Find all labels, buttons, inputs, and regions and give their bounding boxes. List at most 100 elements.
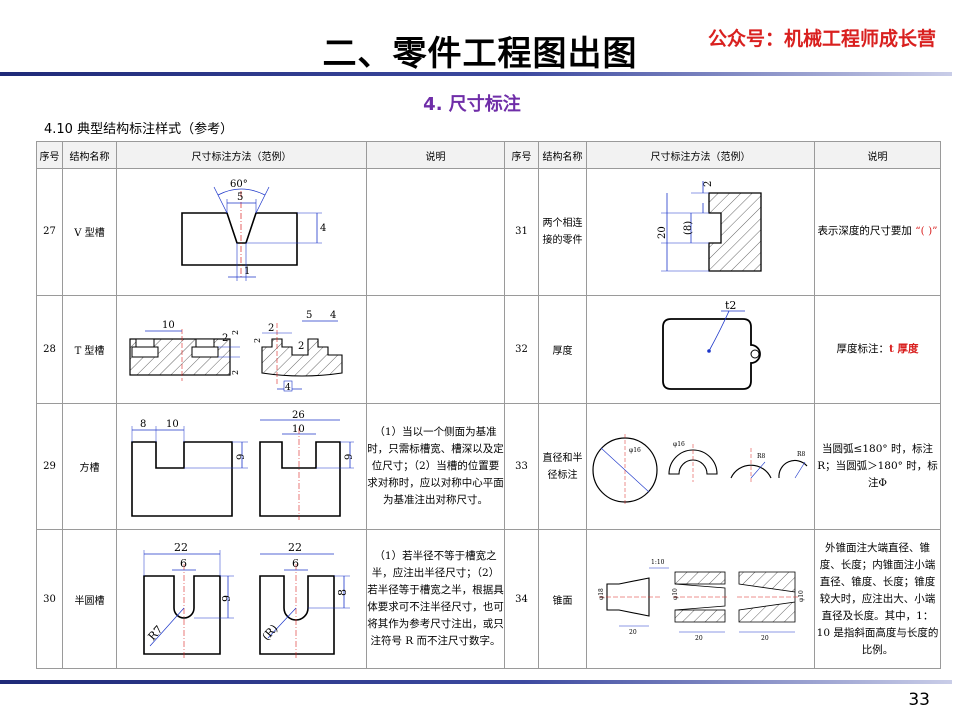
section-subtitle: 4. 尺寸标注 bbox=[423, 94, 521, 115]
thickness-drawing: t2 bbox=[661, 299, 761, 391]
note-cell: 表示深度的尺寸要加 “( )” bbox=[814, 168, 941, 296]
col-header: 说明 bbox=[814, 140, 941, 170]
table-header-row: 序号 结构名称 尺寸标注方法（范例） 说明 序号 结构名称 尺寸标注方法（范例）… bbox=[36, 140, 941, 170]
connected-parts-drawing: 20 (8) 2 bbox=[657, 180, 762, 272]
page-number: 33 bbox=[908, 690, 930, 710]
note-cell bbox=[366, 168, 505, 296]
dim-depth-ref: (8) bbox=[683, 221, 694, 235]
dim-d2: φ10 bbox=[672, 588, 679, 600]
dim-c: 9 bbox=[236, 453, 247, 459]
section-heading: 4.10 典型结构标注样式（参考） bbox=[44, 122, 234, 137]
note-highlight: t 厚度 bbox=[888, 342, 919, 355]
note-cell: 当圆弧≤180° 时，标注R；当圆弧＞180° 时，标注Φ bbox=[814, 402, 941, 531]
col-header: 序号 bbox=[504, 140, 539, 170]
note-cell: （1）若半径不等于槽宽之半，应注出半径尺寸；（2）若半径等于槽宽之半，根据具体要… bbox=[366, 529, 505, 669]
half-round-groove-figure: 22 6 9 R7 22 6 8 (R) bbox=[116, 529, 367, 669]
dim-d: 2 bbox=[231, 370, 240, 375]
dim-f: 4 bbox=[330, 310, 336, 321]
dim-e: 6 bbox=[292, 557, 299, 570]
dim-a: 8 bbox=[140, 419, 146, 430]
structure-name: V 型槽 bbox=[62, 168, 117, 296]
dimension-table: 序号 结构名称 尺寸标注方法（范例） 说明 序号 结构名称 尺寸标注方法（范例）… bbox=[36, 140, 941, 669]
table-row: 30 半圆槽 22 6 9 R7 22 bbox=[36, 529, 941, 669]
dim-width: 5 bbox=[237, 192, 243, 203]
structure-name: 厚度 bbox=[538, 294, 587, 404]
page-title: 二、零件工程图出图 bbox=[322, 34, 638, 74]
square-groove-drawing: 8 10 9 26 10 9 bbox=[130, 410, 355, 520]
note-highlight: “( )” bbox=[915, 225, 938, 238]
col-header: 尺寸标注方法（范例） bbox=[586, 140, 815, 170]
row-number: 28 bbox=[36, 294, 63, 404]
dim-b: φ16 bbox=[673, 441, 685, 448]
dim-offset: 1 bbox=[244, 266, 250, 277]
dim-b: 10 bbox=[166, 419, 179, 430]
diameter-radius-drawing: φ16 φ16 R8 R8 bbox=[591, 433, 807, 506]
dim-g: 2 bbox=[268, 323, 274, 334]
note-text: 表示深度的尺寸要加 bbox=[817, 225, 912, 238]
row-number: 32 bbox=[504, 294, 539, 404]
dim-d: 26 bbox=[292, 410, 305, 421]
col-header: 结构名称 bbox=[62, 140, 117, 170]
dim-c: R8 bbox=[757, 453, 766, 460]
dim-d: 22 bbox=[288, 541, 302, 554]
structure-name: 两个相连接的零件 bbox=[538, 168, 587, 296]
note-cell: 外锥面注大端直径、锥度、长度；内锥面注小端直径、锥度、长度；锥度较大时，应注出大… bbox=[814, 529, 941, 669]
thickness-label: t2 bbox=[725, 299, 736, 312]
col-header: 尺寸标注方法（范例） bbox=[116, 140, 367, 170]
dim-depth: 4 bbox=[320, 223, 326, 234]
structure-name: 锥面 bbox=[538, 529, 587, 669]
note-text: 厚度标注： bbox=[836, 342, 889, 355]
connected-parts-figure: 20 (8) 2 bbox=[586, 168, 815, 296]
dim-c: 2 bbox=[231, 330, 240, 335]
dim-j: 2 bbox=[253, 338, 262, 343]
dim-b: 6 bbox=[180, 557, 187, 570]
t-groove-figure: 10 2 2 2 5 4 2 2 4 2 bbox=[116, 294, 367, 404]
dim-r: R7 bbox=[145, 623, 165, 643]
dim-l3: 20 bbox=[761, 635, 769, 642]
dim-l1: 20 bbox=[629, 629, 637, 636]
structure-name: 方槽 bbox=[62, 402, 117, 531]
cone-drawing: 1:10 φ18 20 φ10 20 φ10 20 bbox=[598, 559, 805, 642]
dim-r2: (R) bbox=[259, 622, 280, 643]
dim-h: 2 bbox=[298, 341, 304, 352]
structure-name: T 型槽 bbox=[62, 294, 117, 404]
dim-e: 5 bbox=[306, 310, 312, 321]
dim-l2: 20 bbox=[695, 635, 703, 642]
v-groove-figure: 60° 5 4 1 bbox=[116, 168, 367, 296]
dim-gap: 2 bbox=[703, 180, 714, 186]
dim-a: φ16 bbox=[629, 447, 641, 454]
dim-total: 20 bbox=[657, 226, 668, 239]
diameter-radius-figure: φ16 φ16 R8 R8 bbox=[586, 402, 815, 531]
note-cell: 厚度标注：t 厚度 bbox=[814, 294, 941, 404]
square-groove-figure: 8 10 9 26 10 9 bbox=[116, 402, 367, 531]
dim-d1: φ18 bbox=[598, 588, 605, 600]
thickness-figure: t2 bbox=[586, 294, 815, 404]
dim-d3: φ10 bbox=[798, 590, 805, 602]
dim-e: 10 bbox=[292, 424, 305, 435]
table-row: 29 方槽 8 10 9 26 10 bbox=[36, 402, 941, 531]
dim-f: 9 bbox=[344, 453, 355, 459]
structure-name: 半圆槽 bbox=[62, 529, 117, 669]
row-number: 31 bbox=[504, 168, 539, 296]
row-number: 33 bbox=[504, 402, 539, 531]
dim-a: 10 bbox=[162, 320, 175, 331]
wechat-account-label: 公众号：机械工程师成长营 bbox=[707, 28, 936, 50]
cone-figure: 1:10 φ18 20 φ10 20 φ10 20 bbox=[586, 529, 815, 669]
table-row: 27 V 型槽 60° 5 4 1 bbox=[36, 168, 941, 296]
row-number: 30 bbox=[36, 529, 63, 669]
row-number: 27 bbox=[36, 168, 63, 296]
dim-i: 4 bbox=[285, 383, 291, 393]
dim-d: R8 bbox=[797, 451, 806, 458]
structure-name: 直径和半径标注 bbox=[538, 402, 587, 531]
top-divider bbox=[0, 72, 952, 76]
dim-angle: 60° bbox=[230, 179, 248, 190]
cone-ratio: 1:10 bbox=[651, 559, 665, 566]
t-groove-drawing: 10 2 2 2 5 4 2 2 4 2 bbox=[128, 310, 343, 393]
bottom-divider bbox=[0, 680, 952, 684]
dim-b: 2 bbox=[222, 333, 228, 344]
row-number: 29 bbox=[36, 402, 63, 531]
col-header: 说明 bbox=[366, 140, 505, 170]
v-groove-drawing: 60° 5 4 1 bbox=[180, 179, 326, 281]
row-number: 34 bbox=[504, 529, 539, 669]
half-round-groove-drawing: 22 6 9 R7 22 6 8 (R) bbox=[142, 541, 350, 659]
